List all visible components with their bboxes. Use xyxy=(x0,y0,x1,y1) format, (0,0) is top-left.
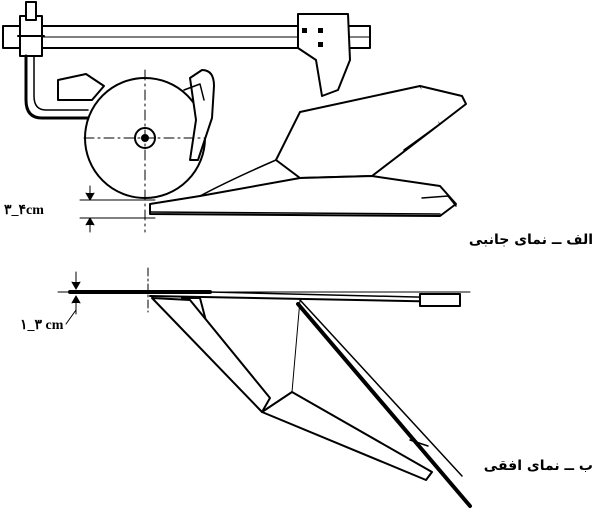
side-measure-label: ۳_۴cm xyxy=(4,203,44,218)
coulter-stem xyxy=(24,54,90,120)
side-view xyxy=(2,1,467,233)
landside-top xyxy=(296,302,472,508)
beam xyxy=(2,25,371,49)
jointer xyxy=(189,69,215,161)
beam-top xyxy=(57,290,471,307)
top-view-label: ب ــ نمای افقی xyxy=(483,458,593,474)
share xyxy=(149,175,457,217)
side-dimension xyxy=(79,185,156,233)
coulter-arm xyxy=(57,73,105,101)
top-dimension xyxy=(65,271,81,325)
clamp xyxy=(17,1,45,57)
mouldboard-top xyxy=(151,297,271,413)
standard xyxy=(297,13,351,97)
top-measure-label: ۱_۳ cm xyxy=(20,318,64,333)
mouldboard xyxy=(275,85,441,179)
top-view xyxy=(57,267,472,508)
side-view-label: الف ــ نمای جانبی xyxy=(468,232,593,248)
landside xyxy=(199,159,277,197)
